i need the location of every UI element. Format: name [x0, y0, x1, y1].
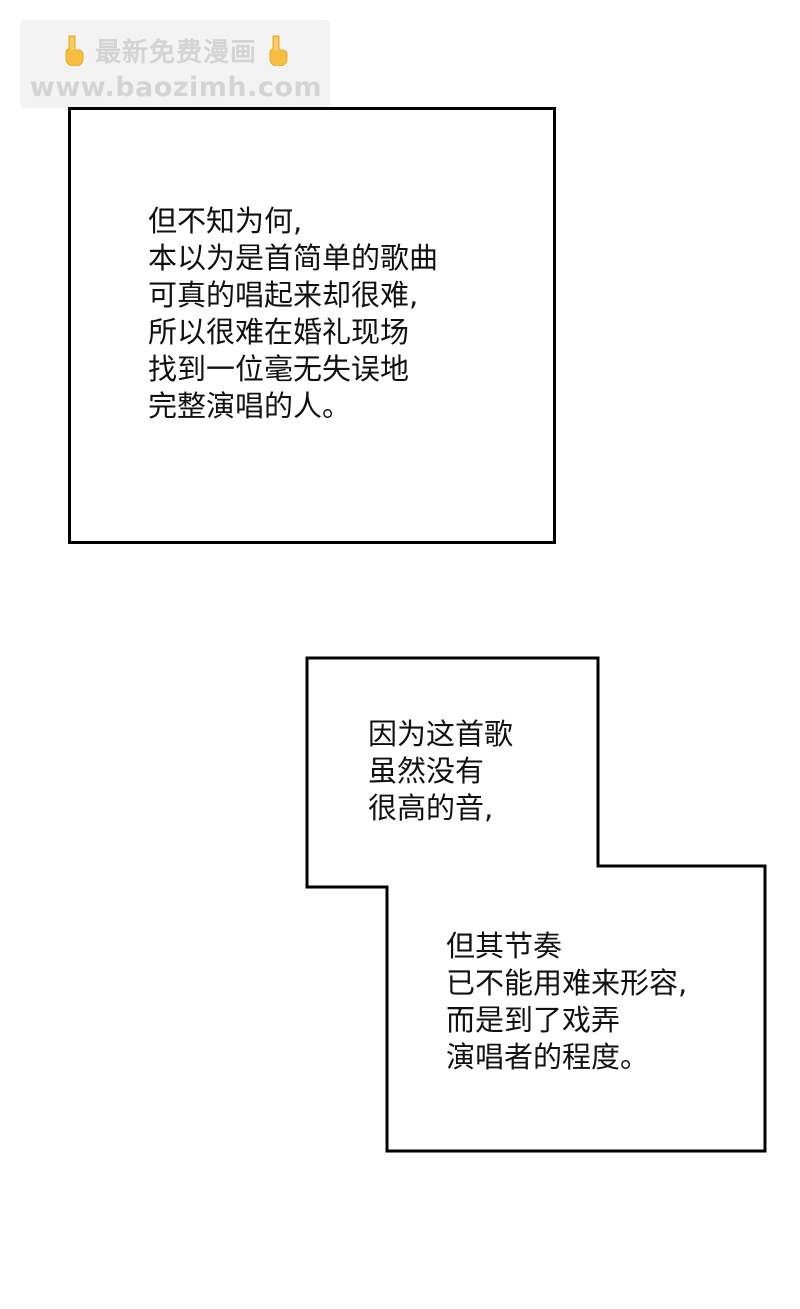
narration-line: 但其节奏	[446, 929, 563, 963]
narration-line: 因为这首歌	[368, 717, 514, 751]
narration-line: 可真的唱起来却很难,	[148, 278, 419, 312]
watermark-title: 最新免费漫画	[94, 37, 257, 68]
narration-panel-top	[68, 107, 556, 544]
narration-line: 找到一位毫无失误地	[148, 352, 410, 386]
narration-line: 所以很难在婚礼现场	[148, 315, 410, 349]
narration-line: 完整演唱的人。	[148, 389, 352, 423]
narration-text-upper: 因为这首歌虽然没有很高的音,	[368, 716, 513, 827]
watermark-url: www.baozimh.com	[29, 72, 323, 103]
narration-line: 而是到了戏弄	[446, 1003, 621, 1037]
watermark-title-row: 最新免费漫画	[34, 32, 318, 68]
pointing-down-hand-icon	[263, 34, 293, 66]
narration-line: 本以为是首简单的歌曲	[148, 241, 439, 275]
narration-text-lower: 但其节奏已不能用难来形容,而是到了戏弄演唱者的程度。	[446, 928, 687, 1076]
pointing-down-hand-icon	[59, 34, 89, 66]
narration-line: 很高的音,	[368, 791, 494, 825]
watermark-banner: 最新免费漫画 www.baozimh.com	[20, 20, 330, 108]
narration-line: 已不能用难来形容,	[446, 966, 688, 1000]
narration-line: 虽然没有	[368, 754, 485, 788]
narration-text-top: 但不知为何,本以为是首简单的歌曲可真的唱起来却很难,所以很难在婚礼现场找到一位毫…	[148, 203, 438, 425]
narration-line: 但不知为何,	[148, 204, 303, 238]
narration-line: 演唱者的程度。	[446, 1040, 650, 1074]
